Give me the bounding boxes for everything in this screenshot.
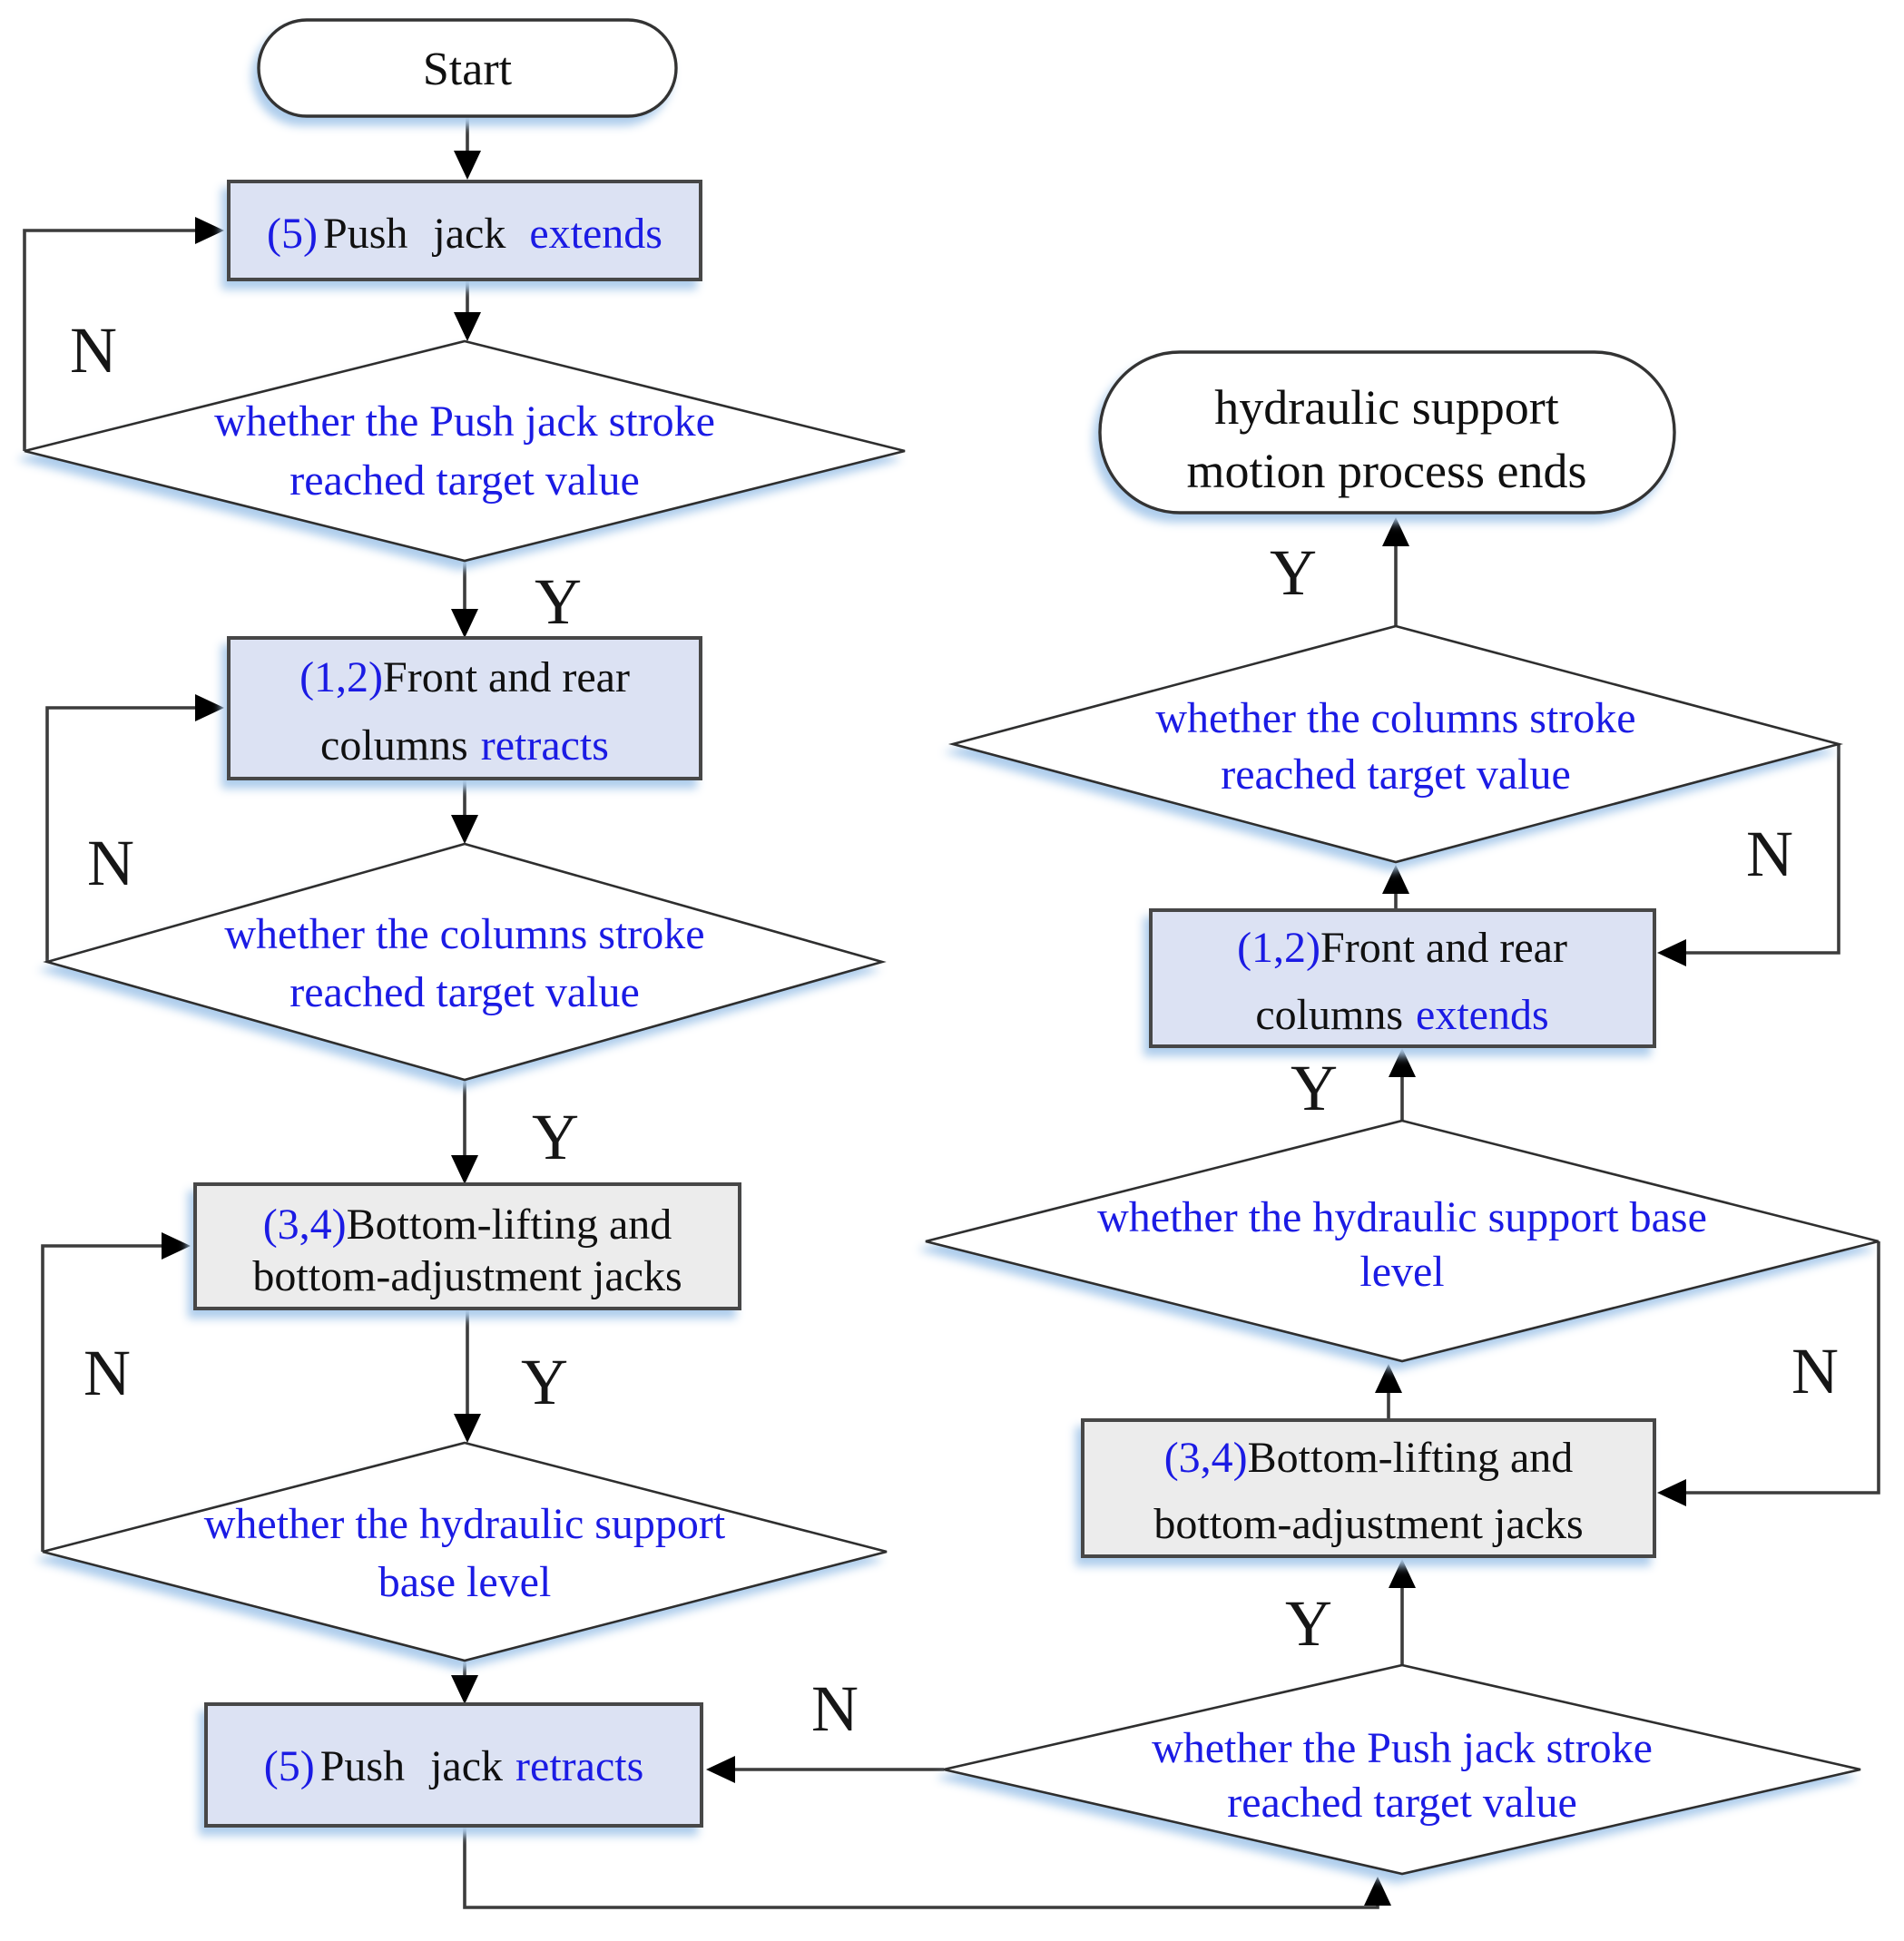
connector-no-base-level-to-bottom-jacks	[1657, 1241, 1880, 1506]
end-terminator: hydraulic support motion process ends	[1098, 350, 1676, 515]
no-label-base-level-2: N	[1791, 1335, 1839, 1407]
process-columns-extend-line2: columns extends	[1255, 991, 1548, 1039]
no-label-push-stroke-2: N	[811, 1672, 859, 1745]
decision-base-level-1-shape	[42, 1441, 888, 1662]
process-push-jack-extends-shape	[227, 180, 702, 281]
decision-columns-stroke-2: whether the columns stroke reached targe…	[947, 624, 1844, 864]
step-body: Bottom-lifting and	[347, 1201, 672, 1249]
process-push-jack-extends: (5)Push jack extends	[227, 180, 702, 281]
process-bottom-jacks-1-line2: bottom-adjustment jacks	[252, 1252, 682, 1300]
decision-push-jack-stroke-1-line2: reached target value	[290, 456, 640, 505]
decision-base-level-2-shape	[925, 1119, 1879, 1363]
step-body: Front and rear	[1320, 924, 1567, 972]
decision-push-jack-stroke-2-line1: whether the Push jack stroke	[1152, 1724, 1653, 1772]
decision-columns-stroke-1-line2: reached target value	[290, 968, 640, 1016]
start-label: Start	[423, 44, 513, 95]
yes-label-columns-stroke-2: Y	[1270, 536, 1317, 609]
process-bottom-jacks-2: (3,4)Bottom-lifting and bottom-adjustmen…	[1081, 1418, 1656, 1558]
decision-base-level-1: whether the hydraulic support base level	[42, 1441, 888, 1662]
decision-push-jack-stroke-2-line2: reached target value	[1227, 1779, 1577, 1827]
step-number: (5)	[267, 210, 318, 258]
connector-no-loop-columns-stroke	[45, 694, 224, 962]
process-bottom-jacks-1-line1: (3,4)Bottom-lifting and	[263, 1201, 672, 1249]
no-label-columns-stroke-2: N	[1746, 818, 1793, 890]
decision-base-level-2: whether the hydraulic support base level	[925, 1119, 1879, 1363]
connector-push-retracts-to-push-stroke-decision	[463, 1826, 1391, 1909]
start-terminator-shape	[257, 18, 678, 118]
step-body: columns	[1255, 991, 1403, 1039]
decision-push-jack-stroke-1-line1: whether the Push jack stroke	[214, 397, 715, 446]
step-verb: extends	[1416, 991, 1549, 1039]
end-terminator-line2: motion process ends	[1187, 444, 1587, 498]
connector-no-loop-push-stroke	[23, 217, 224, 451]
decision-push-jack-stroke-1-shape	[24, 339, 906, 563]
no-label-base-level-1: N	[83, 1337, 131, 1409]
connectors	[23, 116, 1880, 1909]
yes-label-push-stroke-2: Y	[1285, 1587, 1332, 1660]
process-bottom-jacks-2-line2: bottom-adjustment jacks	[1153, 1500, 1583, 1548]
process-bottom-jacks-1: (3,4)Bottom-lifting and bottom-adjustmen…	[193, 1182, 741, 1310]
decision-base-level-1-line2: base level	[378, 1558, 552, 1606]
yes-label-base-level-1: Y	[521, 1346, 568, 1418]
decision-columns-stroke-1: whether the columns stroke reached targe…	[43, 842, 887, 1082]
yes-label-columns-stroke-1: Y	[532, 1101, 579, 1173]
step-number: (3,4)	[263, 1201, 347, 1249]
decision-columns-stroke-1-line1: whether the columns stroke	[224, 910, 704, 958]
decision-push-jack-stroke-2-shape	[943, 1663, 1861, 1876]
process-push-jack-retracts-shape	[204, 1702, 703, 1828]
process-push-jack-extends-label: (5)Push jack extends	[267, 210, 662, 258]
step-body: Front and rear	[383, 653, 630, 701]
yes-label-push-stroke-1: Y	[535, 565, 582, 638]
step-number: (5)	[264, 1742, 315, 1790]
decision-base-level-2-line1: whether the hydraulic support base	[1097, 1193, 1707, 1241]
process-columns-retract-shape	[227, 636, 702, 780]
process-columns-retract-line2: columns retracts	[320, 721, 609, 770]
end-terminator-line1: hydraulic support	[1214, 380, 1558, 435]
decision-base-level-2-line2: level	[1359, 1248, 1444, 1296]
end-terminator-shape	[1098, 350, 1676, 515]
decision-push-jack-stroke-2: whether the Push jack stroke reached tar…	[943, 1663, 1861, 1876]
connector-no-loop-base-level	[41, 1232, 191, 1552]
decision-base-level-1-line1: whether the hydraulic support	[204, 1500, 726, 1548]
process-bottom-jacks-2-line1: (3,4)Bottom-lifting and	[1164, 1434, 1574, 1482]
step-body: Push jack	[320, 1742, 503, 1790]
step-verb: retracts	[515, 1742, 643, 1790]
yes-label-base-level-2: Y	[1291, 1052, 1338, 1124]
decision-columns-stroke-2-shape	[947, 624, 1844, 864]
no-label-push-stroke-1: N	[70, 314, 117, 387]
decision-push-jack-stroke-1: whether the Push jack stroke reached tar…	[24, 339, 906, 563]
process-bottom-jacks-1-shape	[193, 1182, 741, 1310]
step-body: columns	[320, 721, 468, 770]
process-columns-extend-shape	[1149, 908, 1656, 1048]
start-terminator: Start	[257, 18, 678, 118]
process-columns-retract: (1,2)Front and rear columns retracts	[227, 636, 702, 780]
process-bottom-jacks-2-shape	[1081, 1418, 1656, 1558]
process-columns-retract-line1: (1,2)Front and rear	[299, 653, 630, 701]
step-body: Push jack	[323, 210, 505, 258]
step-verb: extends	[529, 210, 662, 258]
decision-columns-stroke-2-line2: reached target value	[1221, 750, 1571, 799]
branch-labels: N Y N Y N Y N Y N Y N Y	[70, 314, 1839, 1745]
process-columns-extend: (1,2)Front and rear columns extends	[1149, 908, 1656, 1048]
step-body: Bottom-lifting and	[1248, 1434, 1574, 1482]
decision-columns-stroke-2-line1: whether the columns stroke	[1155, 694, 1635, 742]
step-number: (1,2)	[299, 653, 383, 701]
decision-columns-stroke-1-shape	[43, 842, 887, 1082]
no-label-columns-stroke-1: N	[87, 827, 134, 899]
step-verb: retracts	[481, 721, 609, 770]
step-number: (1,2)	[1237, 924, 1320, 972]
connector-no-columns-stroke-to-columns-extend	[1657, 744, 1840, 966]
step-number: (3,4)	[1164, 1434, 1248, 1482]
process-columns-extend-line1: (1,2)Front and rear	[1237, 924, 1567, 972]
